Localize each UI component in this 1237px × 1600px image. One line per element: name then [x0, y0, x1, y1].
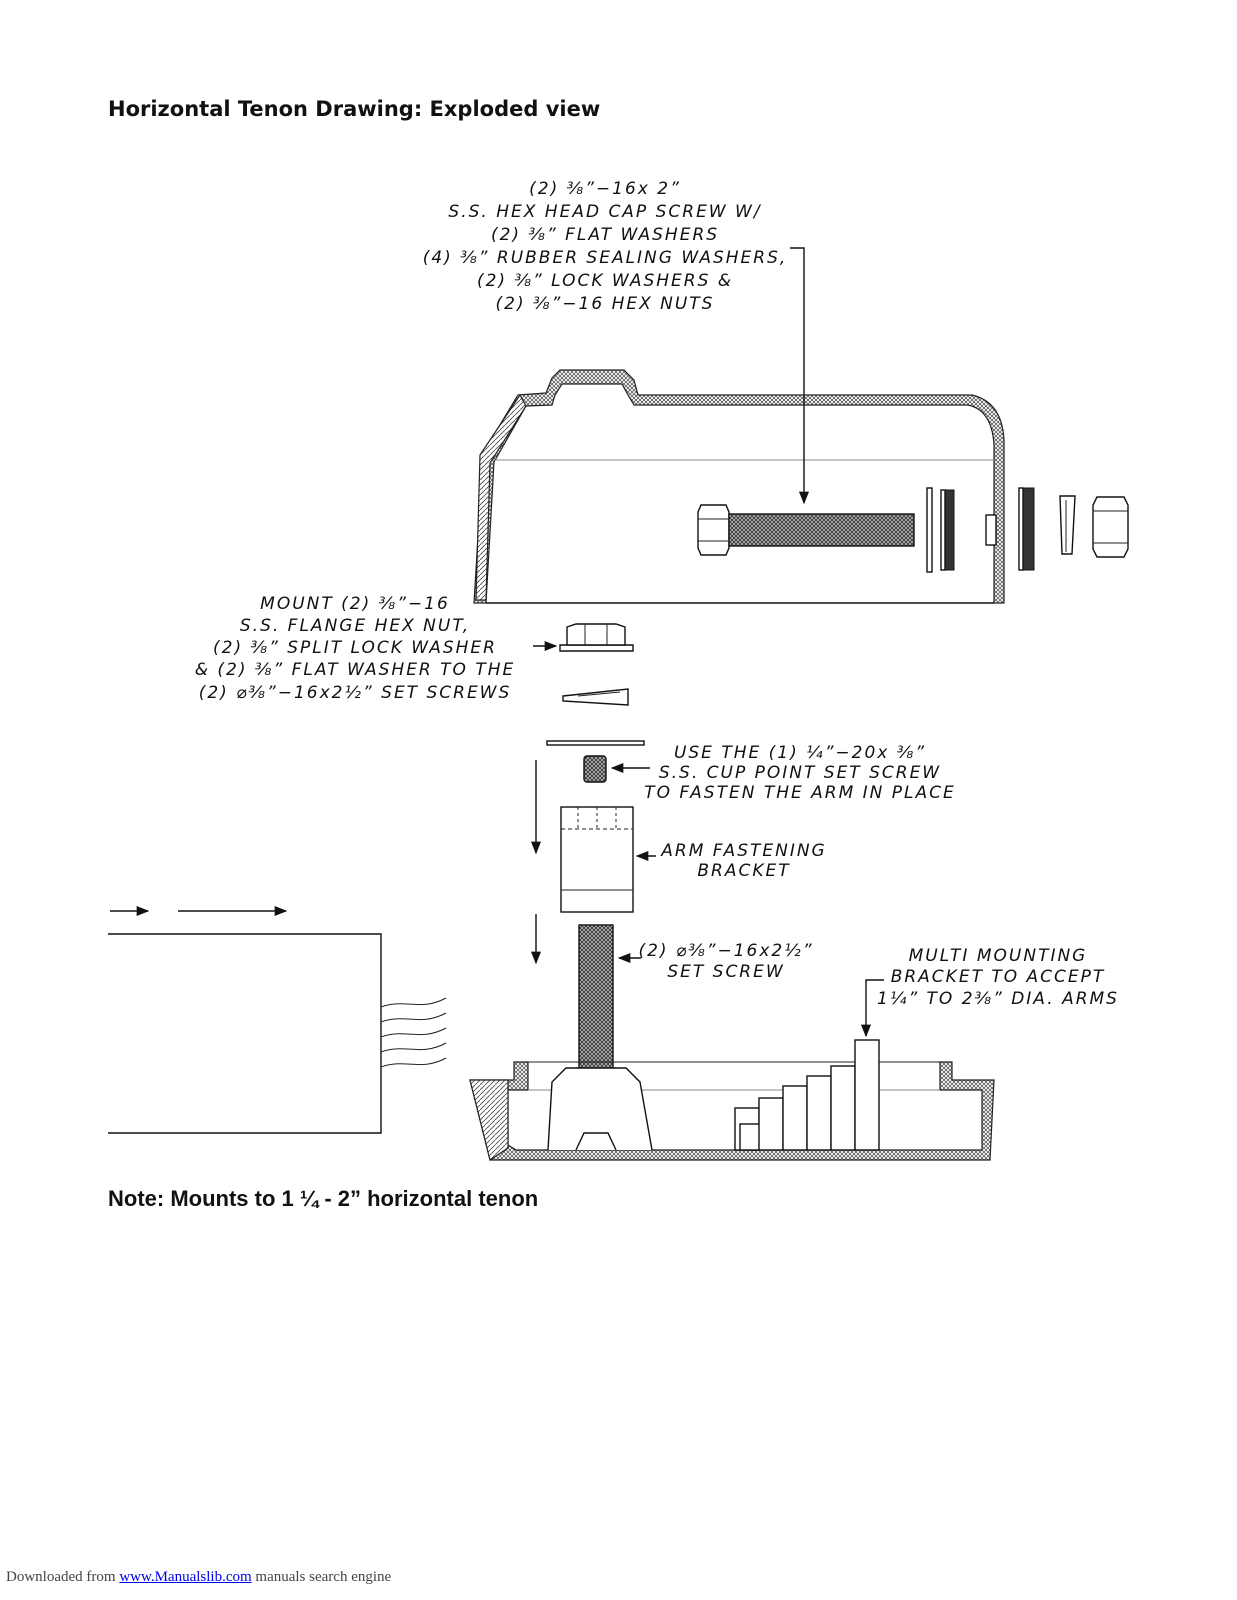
flange-hex-nut [559, 623, 634, 652]
footer-prefix: Downloaded from [6, 1569, 120, 1585]
multi-bracket-callout: MULTI MOUNTING BRACKET TO ACCEPT 1¼” TO … [877, 946, 1119, 1009]
hardware-callout-line-5: (2) ⅜” LOCK WASHERS & [477, 271, 733, 291]
set-screw-callout-line-2: SET SCREW [667, 962, 784, 982]
arm-bracket-callout-line-1: ARM FASTENING [660, 841, 826, 861]
hardware-callout-line-6: (2) ⅜”−16 HEX NUTS [496, 294, 715, 314]
flange-nut-callout: MOUNT (2) ⅜”−16 S.S. FLANGE HEX NUT, (2)… [195, 594, 515, 703]
long-set-screw [578, 924, 614, 1071]
hex-cap-screw [697, 504, 915, 556]
cup-point-callout-line-3: TO FASTEN THE ARM IN PLACE [644, 783, 956, 803]
hardware-callout-line-2: S.S. HEX HEAD CAP SCREW W/ [448, 202, 761, 222]
cup-point-set-screw [583, 755, 607, 783]
set-screw-callout: (2) ⌀⅜”−16x2½” SET SCREW [638, 941, 813, 982]
cup-point-callout: USE THE (1) ¼”−20x ⅜” S.S. CUP POINT SET… [644, 743, 956, 803]
cup-point-callout-line-2: S.S. CUP POINT SET SCREW [659, 763, 941, 783]
multi-bracket-callout-line-1: MULTI MOUNTING [909, 946, 1088, 966]
flange-nut-callout-line-1: MOUNT (2) ⅜”−16 [260, 594, 450, 614]
mounting-note: Note: Mounts to 1 ¼ - 2” horizontal teno… [108, 1186, 539, 1211]
page-title: Horizontal Tenon Drawing: Exploded view [108, 97, 601, 121]
set-screw-callout-line-1: (2) ⌀⅜”−16x2½” [638, 941, 813, 961]
footer-suffix: manuals search engine [251, 1569, 392, 1585]
sealing-washer [1018, 487, 1035, 571]
horizontal-tenon [108, 933, 447, 1134]
flange-nut-callout-line-3: (2) ⅜” SPLIT LOCK WASHER [213, 638, 497, 658]
arm-bracket-callout: ARM FASTENING BRACKET [660, 841, 826, 881]
lock-washer [1059, 495, 1076, 555]
hardware-leader [790, 247, 810, 505]
flange-nut-callout-line-5: (2) ⌀⅜”−16x2½” SET SCREWS [199, 683, 512, 703]
arm-fastening-bracket [560, 806, 634, 913]
multi-bracket-callout-line-2: BRACKET TO ACCEPT [891, 967, 1106, 987]
split-lock-washer [562, 688, 629, 706]
top-cover [473, 369, 1005, 604]
hardware-callout-line-4: (4) ⅜” RUBBER SEALING WASHERS, [423, 248, 788, 268]
manualslib-link[interactable]: www.Manualslib.com [119, 1569, 252, 1585]
flange-nut-callout-line-4: & (2) ⅜” FLAT WASHER TO THE [195, 660, 515, 680]
arm-bracket-callout-line-2: BRACKET [697, 861, 790, 881]
base-housing [469, 1039, 995, 1161]
hardware-callout: (2) ⅜”−16x 2” S.S. HEX HEAD CAP SCREW W/… [423, 179, 788, 314]
footer: Downloaded from www.Manualslib.com manua… [6, 1569, 391, 1586]
multi-bracket-callout-line-3: 1¼” TO 2⅜” DIA. ARMS [877, 989, 1119, 1009]
flat-washer [546, 740, 645, 746]
hardware-callout-line-3: (2) ⅜” FLAT WASHERS [491, 225, 719, 245]
flange-nut-callout-line-2: S.S. FLANGE HEX NUT, [240, 616, 470, 636]
hex-nut [1092, 496, 1129, 558]
multi-bracket-leader [860, 979, 884, 1038]
cup-point-callout-line-1: USE THE (1) ¼”−20x ⅜” [674, 743, 926, 763]
flat-washers [926, 487, 955, 573]
hardware-callout-line-1: (2) ⅜”−16x 2” [529, 179, 681, 199]
